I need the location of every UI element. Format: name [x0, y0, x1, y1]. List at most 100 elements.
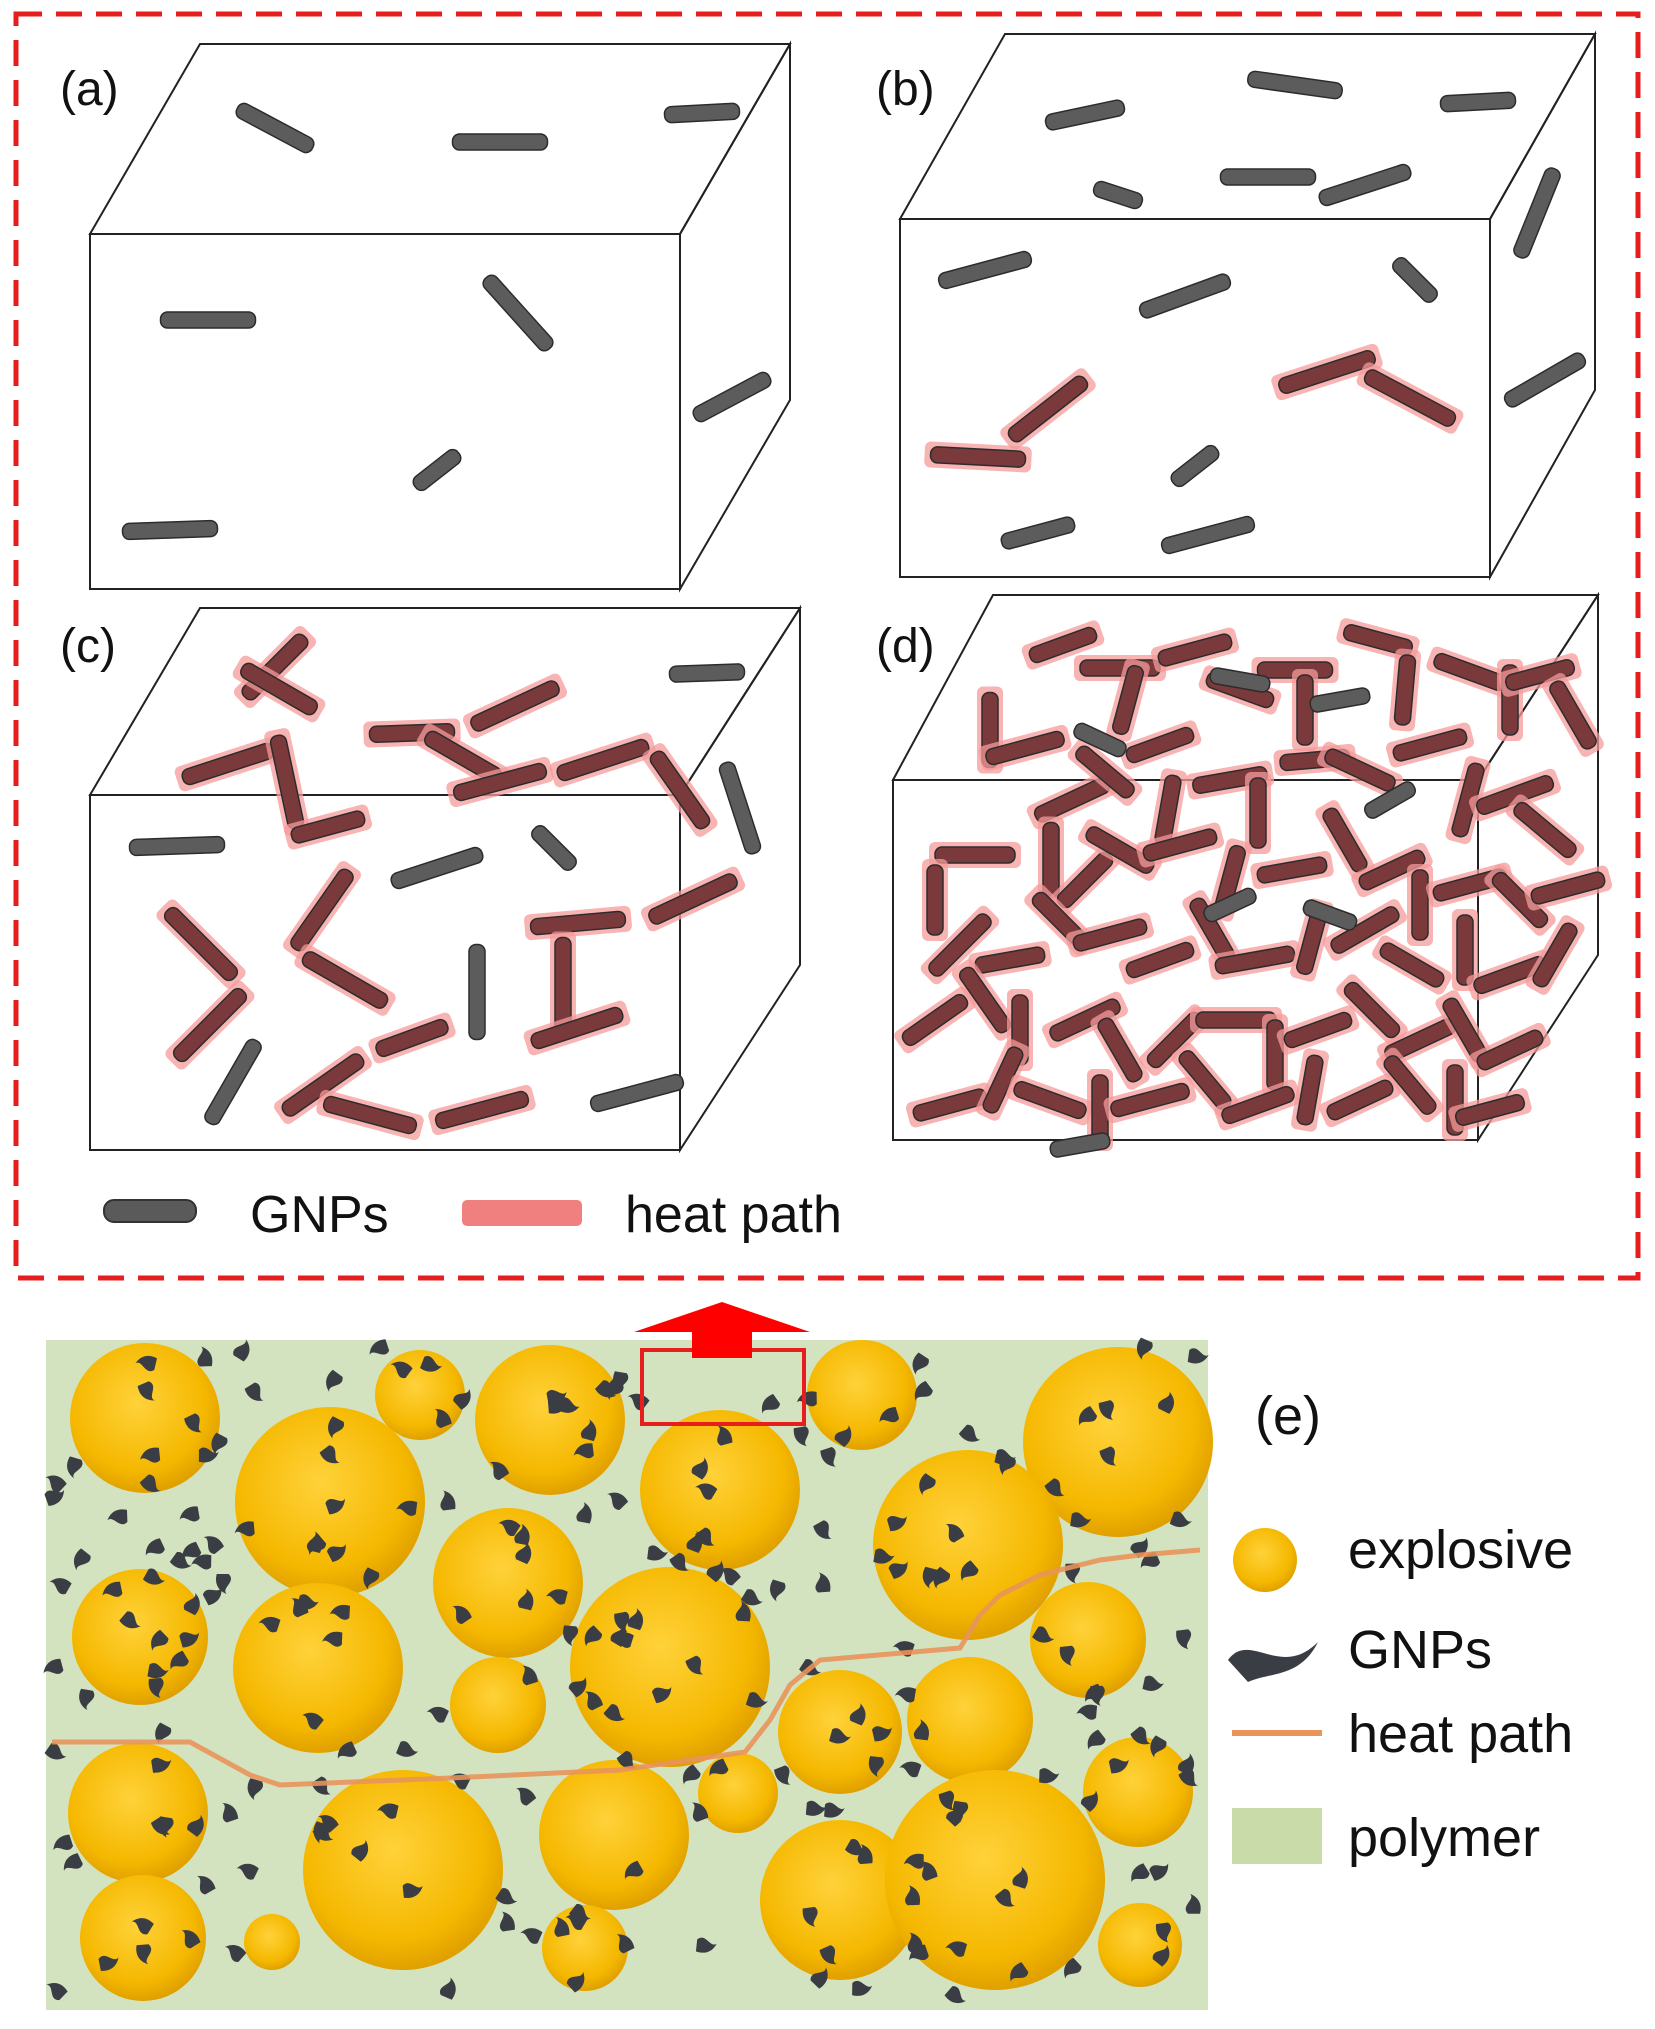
- gnp-flake: [894, 1687, 917, 1703]
- gnp-plate-heat-path: [1135, 822, 1225, 868]
- gnp-plate: [1044, 99, 1126, 131]
- explosive-particle: [807, 1340, 917, 1450]
- explosive-particle: [80, 1875, 206, 2001]
- gnp-flake: [1032, 1626, 1055, 1643]
- gnp-flake: [489, 1461, 510, 1481]
- gnp-plate: [1247, 70, 1343, 100]
- gnp-flake: [691, 1457, 708, 1480]
- gnp-plate-heat-path: [1523, 865, 1613, 911]
- panel-a-gnps: [121, 102, 772, 541]
- gnp-plate-heat-path: [924, 441, 1032, 473]
- gnp-flake: [1136, 1337, 1153, 1360]
- gnp-flake: [363, 1567, 380, 1590]
- gnp-flake: [624, 1860, 644, 1880]
- gnp-flake: [203, 1536, 224, 1555]
- gnp-flake: [498, 1519, 521, 1536]
- gnp-plate-heat-path: [1356, 362, 1464, 434]
- gnp-plate-heat-path: [316, 1089, 424, 1141]
- gnp-plate: [1439, 91, 1517, 113]
- gnp-flake: [402, 1883, 423, 1899]
- gnp-flake: [1089, 1685, 1105, 1706]
- gnp-plate: [718, 761, 762, 855]
- gnp-flake: [224, 1945, 247, 1962]
- gnp-flake: [849, 1703, 866, 1726]
- gnp-plate-heat-path: [1118, 935, 1202, 985]
- gnp-flake: [819, 1945, 837, 1965]
- gnp-plate-heat-path: [550, 931, 576, 1039]
- gnp-plate-heat-path: [1407, 864, 1433, 946]
- legend-heat-path-label: heat path: [625, 1186, 842, 1244]
- gnp-plate-heat-path: [1078, 819, 1162, 881]
- gnp-plate-heat-path: [1469, 1022, 1551, 1078]
- gnp-flake: [879, 1406, 900, 1423]
- gnp-flake: [1169, 1511, 1192, 1528]
- gnp-flake: [912, 1352, 929, 1375]
- gnp-plate: [451, 133, 549, 151]
- gnp-flake: [337, 1741, 357, 1759]
- gnp-flake: [576, 1502, 592, 1524]
- gnp-plate-heat-path: [156, 899, 246, 989]
- gnp-flake: [1185, 1893, 1201, 1914]
- gnp-plate: [1209, 667, 1271, 693]
- gnp-flake: [1176, 1629, 1192, 1650]
- gnp-plate: [1049, 1132, 1111, 1158]
- gnp-flake: [43, 1658, 64, 1674]
- gnp-flake: [793, 1426, 809, 1447]
- explosive-particle: [303, 1770, 503, 1970]
- gnp-flake: [1010, 1962, 1029, 1982]
- gnp-flake: [584, 1625, 603, 1647]
- gnp-flake: [258, 1616, 281, 1633]
- gnp-plate-heat-path: [1021, 620, 1105, 670]
- gnp-plate: [412, 448, 462, 492]
- gnp-plate: [1318, 163, 1412, 207]
- gnp-plate-heat-path: [1038, 816, 1064, 904]
- gnp-flake: [958, 1424, 981, 1442]
- gnp-flake: [691, 1802, 709, 1822]
- gnp-plate-heat-path: [978, 724, 1072, 772]
- gnp-flake: [1155, 1922, 1171, 1943]
- gnp-flake: [196, 1876, 216, 1895]
- gnp-flake: [914, 1380, 933, 1401]
- gnp-plate-heat-path: [1317, 741, 1403, 799]
- gnp-flake: [179, 1506, 200, 1522]
- gnp-flake: [796, 1391, 817, 1407]
- gnp-flake: [595, 1380, 617, 1398]
- gnp-flake: [514, 1523, 530, 1546]
- gnp-flake: [326, 1543, 346, 1563]
- gnp-flake: [735, 1600, 751, 1622]
- gnp-plate-heat-path: [1214, 1079, 1302, 1131]
- gnp-flake: [131, 1918, 154, 1935]
- gnp-plate-heat-path: [1372, 935, 1452, 995]
- gnp-plate-heat-path: [1106, 658, 1150, 742]
- gnp-flake: [184, 1413, 202, 1433]
- explosive-particle: [1023, 1347, 1213, 1537]
- gnp-flake: [568, 1676, 587, 1698]
- legend-gnp-swatch: [103, 1199, 197, 1223]
- gnp-flake: [211, 1432, 228, 1456]
- gnp-flake: [1152, 1944, 1170, 1967]
- gnp-flake: [569, 1904, 591, 1921]
- explosive-particle: [1098, 1903, 1182, 1987]
- gnp-flake: [651, 1686, 672, 1704]
- gnp-flake: [899, 1761, 922, 1778]
- gnp-plate: [1392, 257, 1438, 303]
- gnp-flake: [79, 1688, 95, 1711]
- gnp-plate-heat-path: [1006, 1074, 1094, 1126]
- gnp-flake: [396, 1500, 418, 1516]
- gnp-plate-heat-path: [232, 655, 326, 723]
- gnp-plate-heat-path: [446, 756, 554, 808]
- gnp-plate-heat-path: [640, 866, 746, 932]
- gnp-flake: [1142, 1675, 1165, 1691]
- legend-gnp-label: GNPs: [250, 1186, 389, 1244]
- gnp-flake: [147, 1663, 169, 1679]
- gnp-flake: [945, 1941, 968, 1957]
- gnp-flake: [499, 1911, 515, 1932]
- gnp-flake: [903, 1853, 924, 1869]
- gnp-flake: [1064, 1957, 1082, 1979]
- gnp-flake: [202, 1587, 222, 1606]
- gnp-plate: [937, 250, 1033, 290]
- gnp-flake: [1178, 1767, 1199, 1786]
- gnp-flake: [810, 1967, 828, 1989]
- gnp-flake: [44, 1743, 67, 1760]
- gnp-flake: [1187, 1348, 1209, 1364]
